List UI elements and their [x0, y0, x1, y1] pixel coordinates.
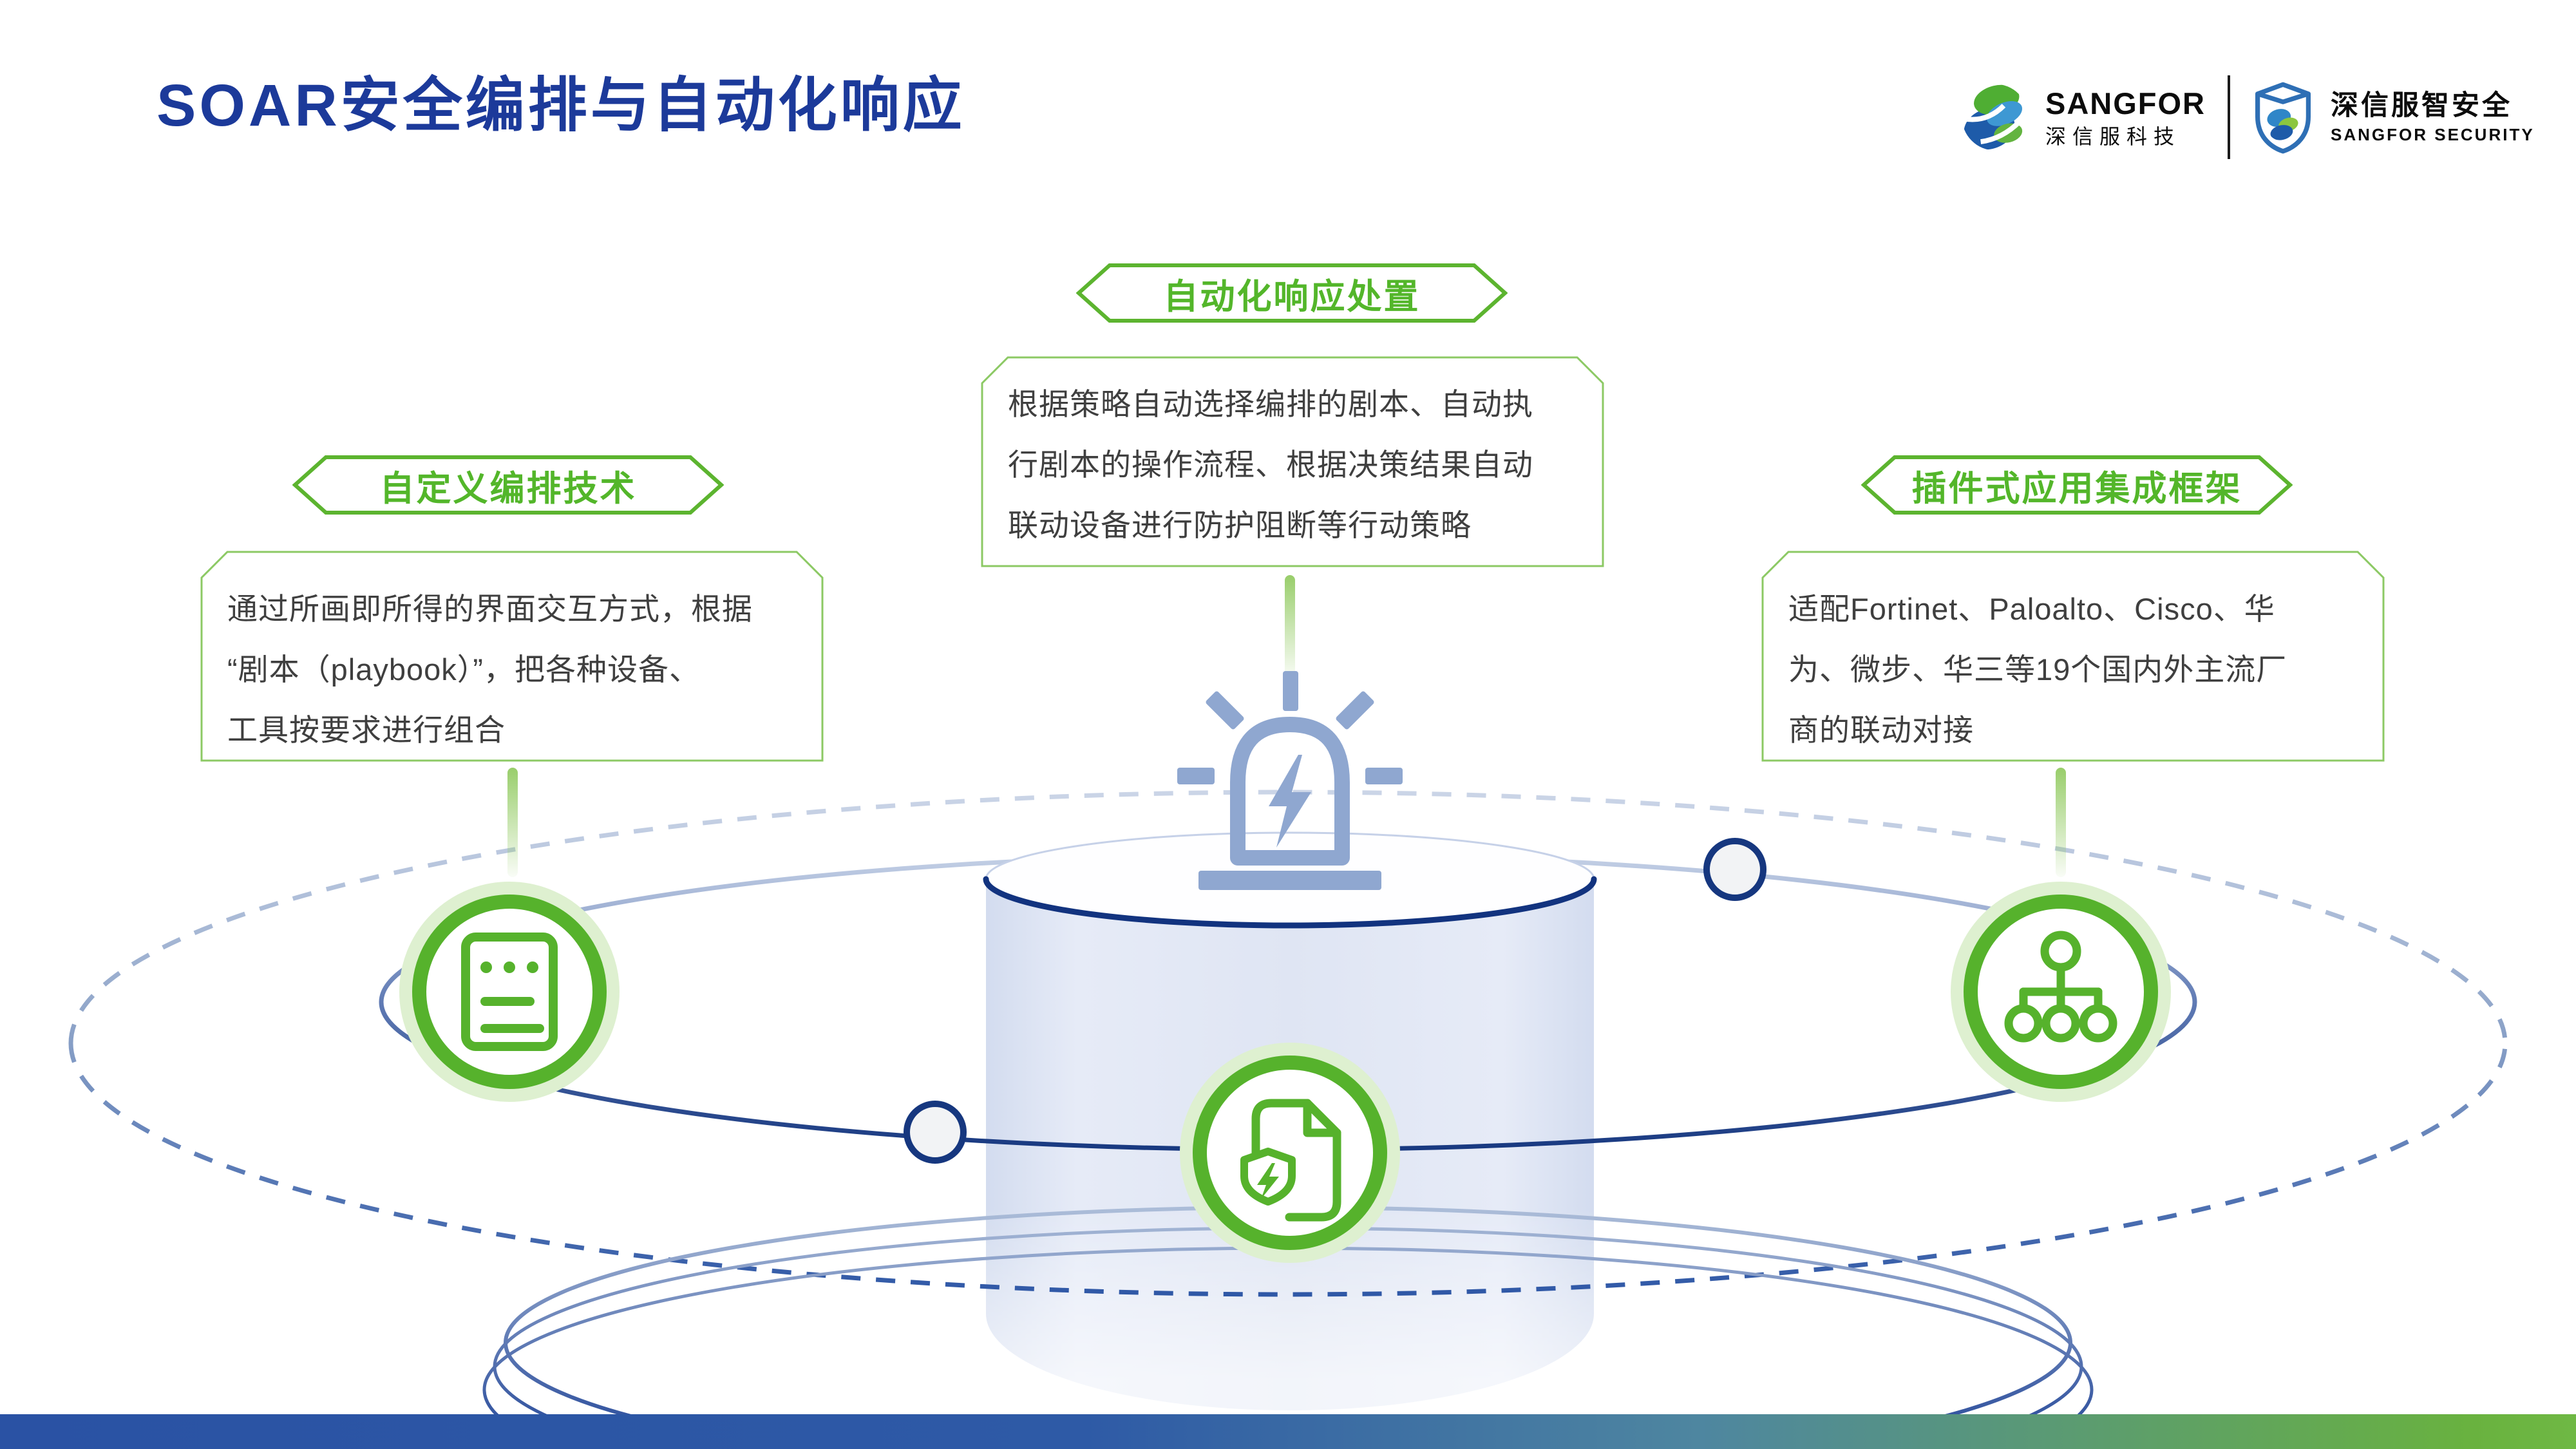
card-line: 行剧本的操作流程、根据决策结果自动 — [1008, 448, 1533, 482]
banner-hexagon — [1861, 455, 2293, 515]
card-text: 通过所画即所得的界面交互方式，根据 “剧本（playbook）”，把各种设备、 … — [227, 579, 807, 761]
bottom-accent-bar — [0, 1414, 2576, 1449]
banner-plugin-framework: 插件式应用集成框架 — [1861, 455, 2293, 515]
card-text: 根据策略自动选择编排的剧本、自动执 行剧本的操作流程、根据决策结果自动 联动设备… — [1008, 374, 1587, 556]
security-name-en: SANGFOR SECURITY — [2331, 124, 2535, 144]
card-border — [1761, 551, 2385, 762]
security-shield-logo — [2255, 82, 2311, 154]
security-name-cn: 深信服智安全 — [2331, 90, 2512, 122]
card-text: 适配Fortinet、Paloalto、Cisco、华 为、微步、华三等19个国… — [1788, 579, 2368, 761]
connector-left — [507, 768, 518, 877]
form-icon — [399, 882, 620, 1102]
siren-icon — [1177, 671, 1403, 890]
logo-divider — [2228, 75, 2230, 159]
page-title: SOAR安全编排与自动化响应 — [156, 73, 965, 138]
banner-label: 插件式应用集成框架 — [1911, 469, 2242, 508]
card-automated-response: 根据策略自动选择编排的剧本、自动执 行剧本的操作流程、根据决策结果自动 联动设备… — [981, 356, 1604, 567]
banner-label: 自定义编排技术 — [379, 469, 637, 508]
card-line: 为、微步、华三等19个国内外主流厂 — [1788, 652, 2287, 687]
brand-name: SANGFOR — [2045, 86, 2206, 121]
document-shield-icon — [1180, 1043, 1400, 1263]
sitemap-icon — [1951, 882, 2171, 1102]
card-line: 根据策略自动选择编排的剧本、自动执 — [1008, 387, 1533, 421]
banner-automated-response: 自动化响应处置 — [1076, 263, 1508, 323]
card-plugin-framework: 适配Fortinet、Paloalto、Cisco、华 为、微步、华三等19个国… — [1761, 551, 2385, 762]
brand-name-cn: 深信服科技 — [2045, 124, 2181, 148]
sangfor-globe-logo — [1962, 84, 2029, 151]
connector-right — [2056, 768, 2066, 877]
orbit-node-left — [904, 1101, 967, 1164]
connector-center — [1285, 575, 1295, 678]
orbit-node-right — [1703, 838, 1766, 901]
card-line: 适配Fortinet、Paloalto、Cisco、华 — [1788, 592, 2275, 626]
card-custom-orchestration: 通过所画即所得的界面交互方式，根据 “剧本（playbook）”，把各种设备、 … — [200, 551, 824, 762]
card-line: 联动设备进行防护阻断等行动策略 — [1008, 508, 1472, 542]
card-line: “剧本（playbook）”，把各种设备、 — [227, 652, 700, 687]
card-line: 工具按要求进行组合 — [227, 713, 506, 747]
banner-label: 自动化响应处置 — [1163, 277, 1421, 316]
banner-hexagon — [292, 455, 724, 515]
brand-lockup: SANGFOR 深信服科技 深信服智安全 SANGFOR SECURITY — [1959, 72, 2535, 162]
card-line: 商的联动对接 — [1788, 713, 1974, 747]
banner-hexagon — [1076, 263, 1508, 323]
card-border — [981, 356, 1604, 567]
card-border — [200, 551, 824, 762]
cylinder-top-rim — [983, 876, 1597, 929]
banner-custom-orchestration: 自定义编排技术 — [292, 455, 724, 515]
card-line: 通过所画即所得的界面交互方式，根据 — [227, 592, 753, 626]
